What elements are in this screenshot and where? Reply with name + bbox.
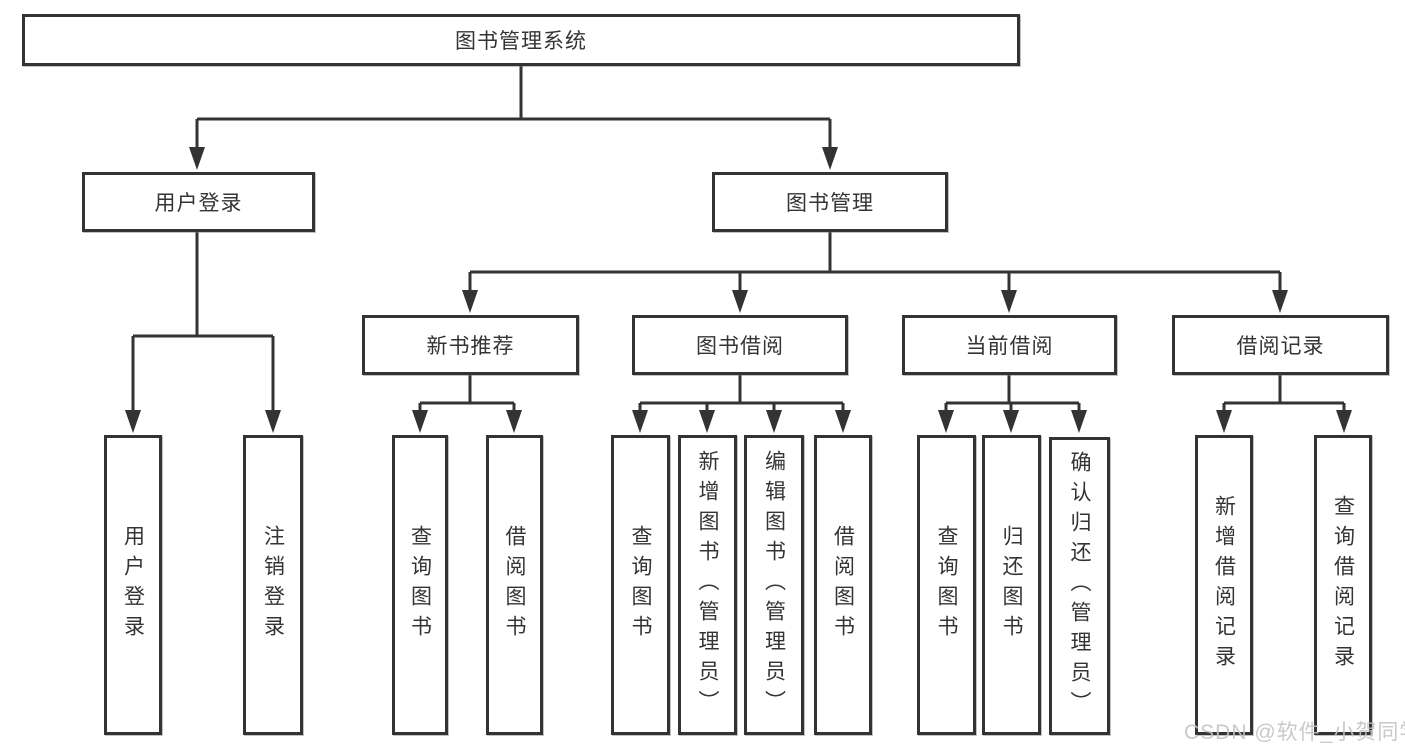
leaf-user-login: 用户登录 <box>104 435 162 735</box>
arrow-down-icon <box>632 410 648 433</box>
leaf-query-books-1: 查询图书 <box>392 435 448 735</box>
connector-root-to-level2 <box>195 66 832 150</box>
node-label: 图书借阅 <box>696 335 784 358</box>
node-label: 确认归还（管理员） <box>1068 451 1091 721</box>
node-label: 编辑图书（管理员） <box>762 450 786 720</box>
arrow-down-icon <box>1001 290 1017 313</box>
connector-arrowheads <box>125 147 1352 433</box>
leaf-borrow-books-2: 借阅图书 <box>814 435 872 735</box>
arrow-down-icon <box>835 410 851 433</box>
arrow-down-icon <box>462 290 478 313</box>
arrow-down-icon <box>699 410 715 433</box>
leaf-edit-books-admin: 编辑图书（管理员） <box>744 435 804 735</box>
node-new-book-recommend: 新书推荐 <box>362 315 579 375</box>
arrow-down-icon <box>1336 410 1352 433</box>
connector-userlogin-to-leaves <box>131 232 275 413</box>
csdn-watermark: CSDN @软件_小贺同学 <box>1184 721 1405 744</box>
node-current-borrowing: 当前借阅 <box>902 315 1117 375</box>
connector-newbook-to-leaves <box>418 375 516 414</box>
node-label: 查询图书 <box>935 525 958 645</box>
node-label: 借阅记录 <box>1236 335 1325 358</box>
node-label: 用户登录 <box>154 192 243 215</box>
arrow-down-icon <box>732 290 748 313</box>
leaf-confirm-return-admin: 确认归还（管理员） <box>1049 437 1110 735</box>
node-borrowing-records: 借阅记录 <box>1172 315 1389 375</box>
node-label: 当前借阅 <box>965 335 1054 358</box>
node-label: 新书推荐 <box>426 335 515 358</box>
arrow-down-icon <box>125 410 141 433</box>
node-book-borrowing: 图书借阅 <box>632 315 848 375</box>
node-label: 借阅图书 <box>831 525 855 645</box>
leaf-query-books-3: 查询图书 <box>917 435 976 735</box>
leaf-query-books-2: 查询图书 <box>611 435 670 735</box>
arrow-down-icon <box>1216 410 1232 433</box>
leaf-add-books-admin: 新增图书（管理员） <box>678 435 737 735</box>
arrow-down-icon <box>822 147 838 170</box>
arrow-down-icon <box>1003 410 1019 433</box>
leaf-borrow-books-1: 借阅图书 <box>486 435 543 735</box>
node-label: 查询图书 <box>629 525 652 645</box>
node-user-login-branch: 用户登录 <box>82 172 315 232</box>
node-label: 查询图书 <box>408 525 432 645</box>
leaf-query-borrow-record: 查询借阅记录 <box>1314 435 1372 735</box>
node-book-management-system: 图书管理系统 <box>22 14 1020 66</box>
leaf-logout: 注销登录 <box>243 435 303 735</box>
arrow-down-icon <box>938 410 954 433</box>
node-label: 新增借阅记录 <box>1212 495 1236 675</box>
node-label: 归还图书 <box>1000 525 1023 645</box>
arrow-down-icon <box>766 410 782 433</box>
node-label: 用户登录 <box>121 525 145 645</box>
node-label: 注销登录 <box>261 525 285 645</box>
leaf-add-borrow-record: 新增借阅记录 <box>1195 435 1253 735</box>
connector-bookmgmt-to-level3 <box>468 232 1282 294</box>
arrow-down-icon <box>1071 410 1087 433</box>
node-label: 图书管理 <box>786 192 874 215</box>
arrow-down-icon <box>189 147 205 170</box>
node-label: 图书管理系统 <box>455 30 587 53</box>
connector-current-to-leaves <box>944 375 1081 414</box>
leaf-return-books: 归还图书 <box>982 435 1041 735</box>
node-book-management-branch: 图书管理 <box>712 172 948 232</box>
arrow-down-icon <box>412 410 428 433</box>
arrow-down-icon <box>265 410 281 433</box>
connector-strokes <box>131 66 1346 414</box>
node-label: 查询借阅记录 <box>1331 495 1355 675</box>
connector-borrow-to-leaves <box>638 375 845 414</box>
arrow-down-icon <box>1272 290 1288 313</box>
connector-records-to-leaves <box>1222 375 1346 414</box>
node-label: 新增图书（管理员） <box>696 450 719 720</box>
arrow-down-icon <box>506 410 522 433</box>
node-label: 借阅图书 <box>503 525 526 645</box>
